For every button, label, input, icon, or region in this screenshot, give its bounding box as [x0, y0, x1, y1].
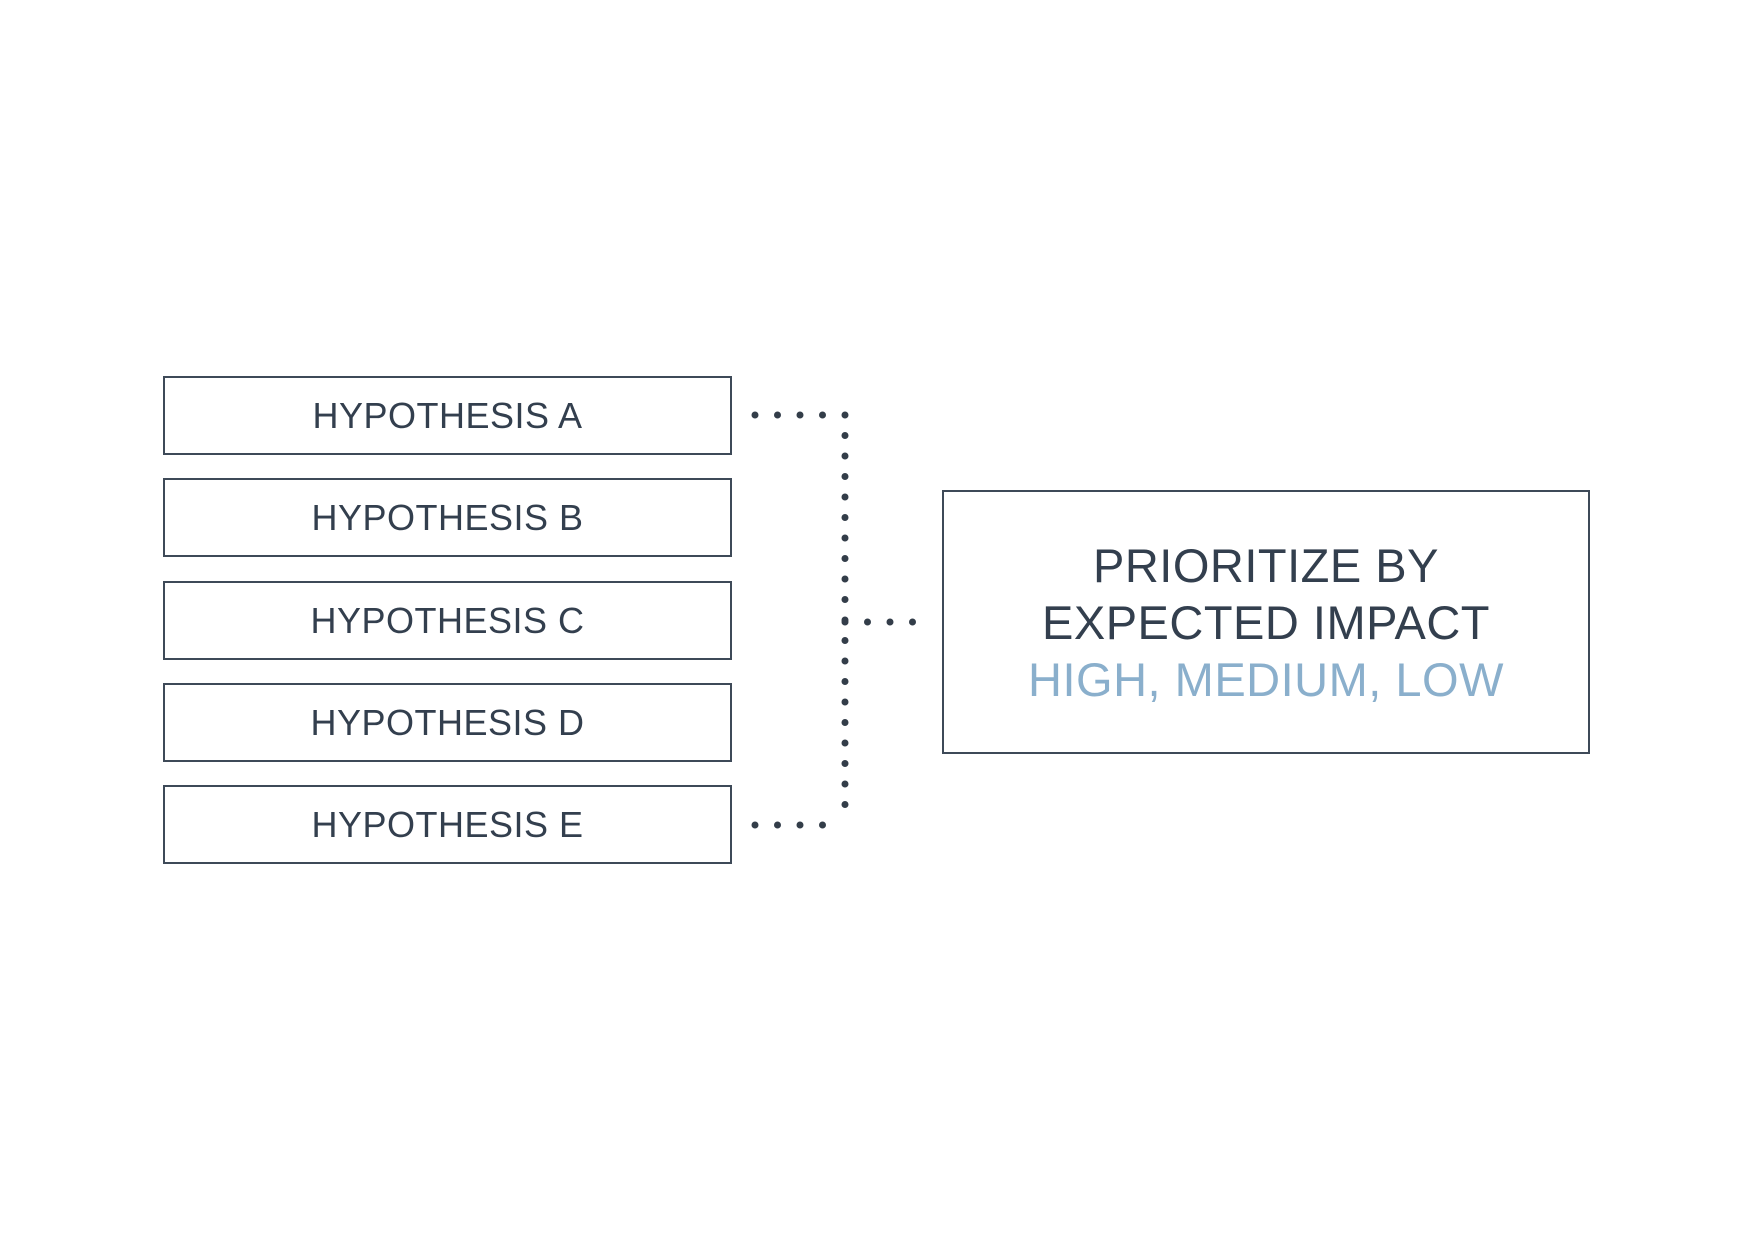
priority-title-line2: EXPECTED IMPACT	[1042, 595, 1490, 649]
hypothesis-b-label: HYPOTHESIS B	[311, 496, 584, 538]
hypothesis-c-label: HYPOTHESIS C	[310, 599, 585, 641]
hypothesis-b-box: HYPOTHESIS B	[163, 478, 732, 557]
hypothesis-e-box: HYPOTHESIS E	[163, 785, 732, 864]
hypothesis-e-label: HYPOTHESIS E	[311, 803, 584, 845]
hypothesis-c-box: HYPOTHESIS C	[163, 581, 732, 660]
hypothesis-d-box: HYPOTHESIS D	[163, 683, 732, 762]
hypothesis-d-label: HYPOTHESIS D	[310, 701, 585, 743]
priority-title-line1: PRIORITIZE BY	[1093, 538, 1439, 592]
hypothesis-a-label: HYPOTHESIS A	[312, 394, 583, 436]
hypothesis-a-box: HYPOTHESIS A	[163, 376, 732, 455]
priority-subtitle: HIGH, MEDIUM, LOW	[1028, 652, 1504, 706]
priority-box: PRIORITIZE BY EXPECTED IMPACT HIGH, MEDI…	[942, 490, 1590, 754]
